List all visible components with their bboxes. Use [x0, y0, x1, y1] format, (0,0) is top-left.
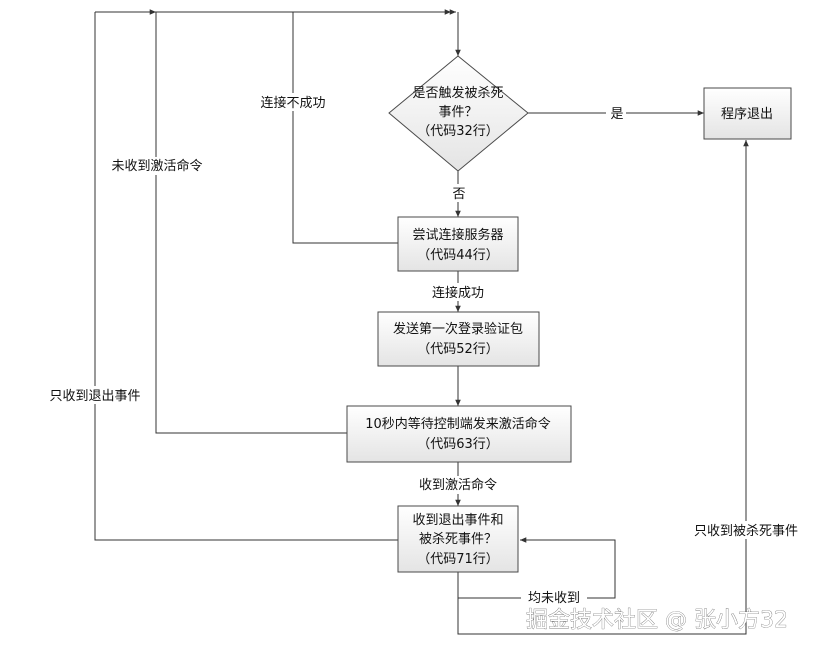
- check-events-line-2: 被杀死事件？: [419, 532, 497, 547]
- wait-activate-node: 10秒内等待控制端发来激活命令 （代码63行）: [346, 405, 572, 463]
- edge-label-connect-fail: 连接不成功: [260, 95, 325, 111]
- exit-label: 程序退出: [721, 107, 773, 122]
- check-events-box-shape: [397, 505, 519, 573]
- check-events-line-1: 收到退出事件和: [412, 513, 503, 528]
- edge-none-received-loop: [457, 537, 616, 599]
- decision-line-3: （代码32行）: [417, 124, 499, 139]
- exit-box-shape: [703, 87, 792, 140]
- edge-labels: 是 否 连接不成功 连接成功 未收到激活命令 收到激活命令 只收到退出事件 只收…: [42, 93, 806, 607]
- decision-line-2: 事件？: [438, 105, 477, 120]
- wait-activate-box-shape: [346, 405, 572, 463]
- edge-label-no: 否: [452, 187, 465, 202]
- connect-server-node: 尝试连接服务器 （代码44行）: [397, 216, 519, 272]
- connect-line-1: 尝试连接服务器: [412, 227, 503, 243]
- check-events-line-3: （代码71行）: [417, 552, 499, 567]
- send-login-line-1: 发送第一次登录验证包: [393, 321, 523, 337]
- edge-label-not-activated: 未收到激活命令: [111, 158, 202, 174]
- wait-activate-line-1: 10秒内等待控制端发来激活命令: [365, 416, 551, 432]
- edge-label-only-kill: 只收到被杀死事件: [694, 524, 798, 539]
- decision-diamond-shape: [388, 55, 529, 172]
- edge-not-activated-loop: [155, 12, 347, 434]
- edge-label-activated: 收到激活命令: [419, 477, 497, 493]
- edge-only-kill-to-exit: [457, 140, 749, 635]
- send-login-node: 发送第一次登录验证包 （代码52行）: [377, 311, 540, 367]
- exit-node: 程序退出: [703, 87, 792, 140]
- connect-line-2: （代码44行）: [417, 248, 499, 263]
- decision-kill-event: 是否触发被杀死 事件？ （代码32行）: [388, 55, 529, 172]
- send-login-box-shape: [377, 311, 540, 367]
- edge-label-none-received: 均未收到: [528, 591, 580, 606]
- nodes: 是否触发被杀死 事件？ （代码32行） 程序退出 尝试连接服务器 （代码44行）…: [346, 55, 792, 573]
- decision-line-1: 是否触发被杀死: [412, 85, 503, 101]
- edge-label-connect-ok: 连接成功: [432, 285, 484, 301]
- check-events-node: 收到退出事件和 被杀死事件？ （代码71行）: [397, 505, 519, 573]
- edge-connect-fail-loop: [292, 12, 398, 244]
- send-login-line-2: （代码52行）: [417, 342, 499, 357]
- connect-box-shape: [397, 216, 519, 272]
- edge-label-yes: 是: [610, 107, 623, 122]
- watermark-text: 掘金技术社区 @ 张小方32: [526, 608, 788, 633]
- edge-only-exit-loop: [94, 12, 398, 541]
- edges: [94, 9, 749, 635]
- edge-label-only-exit: 只收到退出事件: [49, 389, 140, 404]
- wait-activate-line-2: （代码63行）: [417, 437, 499, 452]
